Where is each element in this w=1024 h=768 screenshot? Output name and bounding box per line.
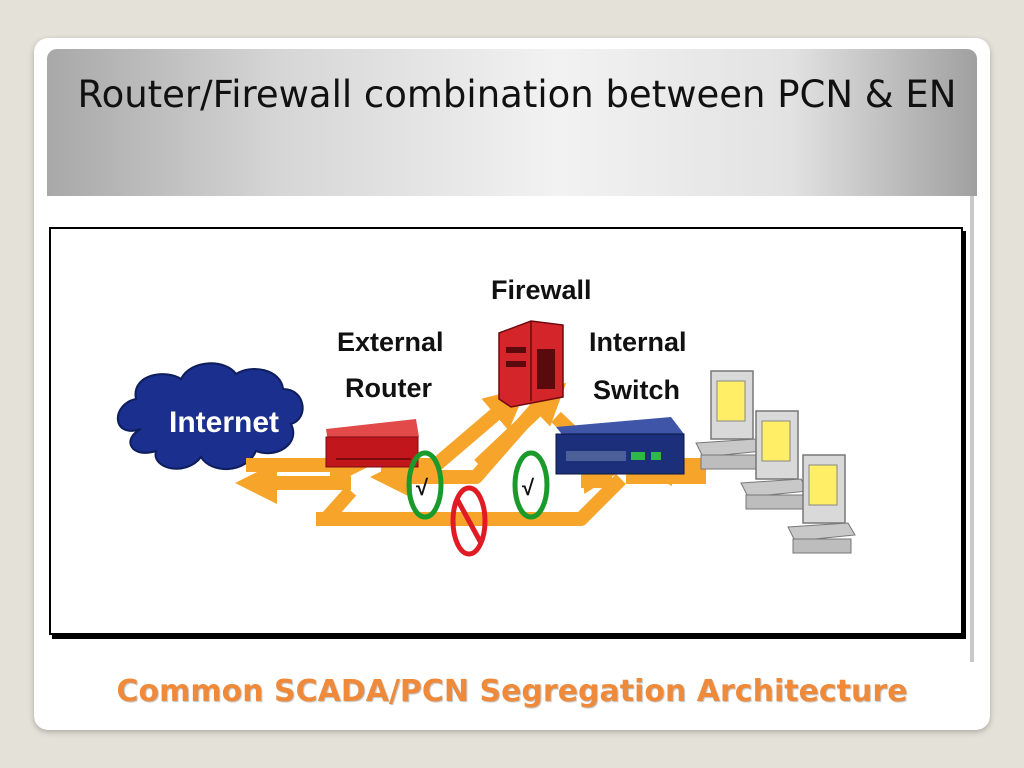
workstation-icon-3 (787, 454, 856, 554)
firewall-icon (498, 320, 564, 408)
external-router-icon (325, 419, 419, 468)
firewall-out-arrow (474, 382, 567, 471)
switch-label-line1: Internal (589, 327, 687, 357)
workstation-icon-2 (740, 410, 809, 510)
divider (970, 196, 974, 662)
slide-caption: Common SCADA/PCN Segregation Architectur… (116, 674, 908, 709)
firewall-label: Firewall (491, 275, 592, 305)
network-diagram: Internet External (49, 227, 963, 635)
slide: Router/Firewall combination between PCN … (34, 38, 990, 730)
title-band: Router/Firewall combination between PCN … (47, 49, 977, 196)
allowed-check-icon-2: √ (512, 450, 550, 520)
switch-label-line2: Switch (593, 375, 680, 405)
check-mark-2: √ (522, 475, 535, 500)
bypass-arrow (316, 474, 626, 526)
internet-label: Internet (169, 406, 279, 439)
blocked-icon (450, 485, 488, 557)
diagram-canvas: Internet External (116, 275, 856, 557)
allowed-check-icon-1: √ (406, 450, 444, 520)
check-mark-1: √ (416, 475, 429, 500)
router-label-line2: Router (345, 373, 432, 403)
router-label-line1: External (337, 327, 444, 357)
bypass-entry-arrow (320, 486, 357, 524)
internet-cloud-icon: Internet (116, 362, 304, 471)
workstation-icon-1 (695, 370, 764, 470)
slide-title: Router/Firewall combination between PCN … (77, 73, 957, 116)
internal-switch-icon (555, 417, 685, 475)
